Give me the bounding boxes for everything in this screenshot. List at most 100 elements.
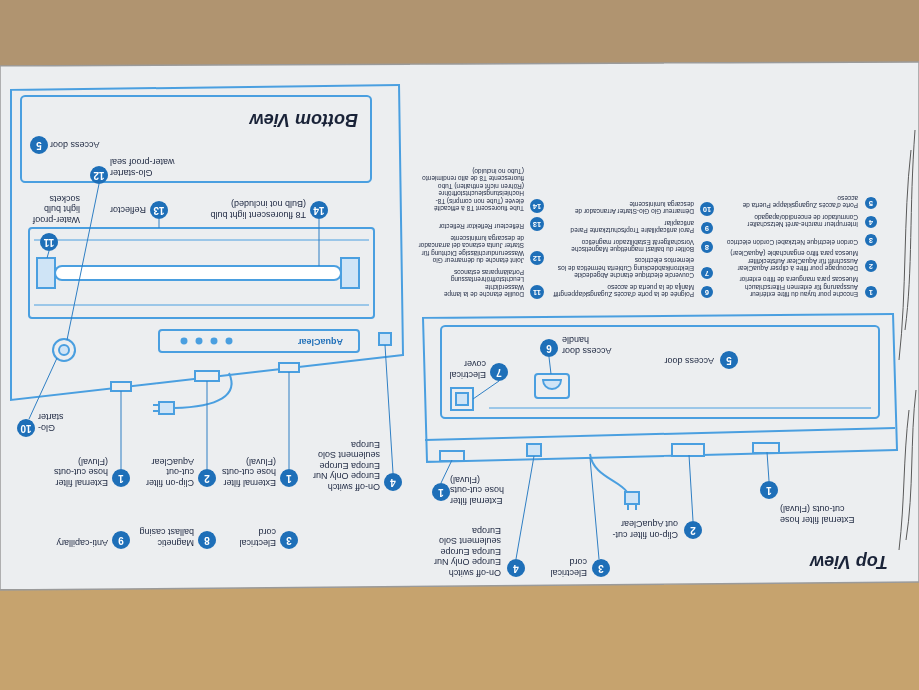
top-view-hood-part xyxy=(425,428,895,440)
bottom-view-hood-part xyxy=(11,85,403,400)
bottom-view-hood-part xyxy=(34,305,369,306)
callout-label: External filter hose cut-outs (Fluval) xyxy=(51,456,109,488)
bottom-view-hood-part xyxy=(227,339,232,344)
callout-number: 1 xyxy=(865,286,877,298)
leader-line-part xyxy=(319,219,320,266)
callout-label: Clip-on filter cut-out AquaClear xyxy=(609,519,679,540)
top-view-hood-part xyxy=(753,443,779,453)
callout-number: 6 xyxy=(540,339,558,357)
callout-label: External filter hose cut-outs (Fluval) xyxy=(449,474,514,506)
callout-label: Access door handle xyxy=(561,335,619,356)
leader-line-part xyxy=(385,345,393,473)
callout-label: Electrical cord xyxy=(227,527,277,548)
callout-text: 5 xyxy=(726,355,732,365)
callout-number: 5 xyxy=(720,351,738,369)
callout-number: 9 xyxy=(112,531,130,549)
callout-text: 6 xyxy=(705,288,709,296)
callout-number: 4 xyxy=(384,473,402,491)
leader-line-part xyxy=(767,452,769,481)
callout-label: Clip-on filter cut-out AquaClear xyxy=(135,456,195,488)
top-view-hood-part xyxy=(590,454,627,492)
leader-line-part xyxy=(516,456,534,559)
callout-text: 7 xyxy=(496,367,502,377)
callout-number: 9 xyxy=(701,222,713,234)
bottom-view-hood-part xyxy=(182,339,187,344)
callout-text: 12 xyxy=(533,254,541,262)
callout-number: 6 xyxy=(701,286,713,298)
callout-text: 5 xyxy=(869,199,873,207)
top-view-hood-part xyxy=(423,314,897,462)
callout-text: 12 xyxy=(93,170,104,180)
callout-number: 1 xyxy=(760,481,778,499)
callout-number: 7 xyxy=(701,267,713,279)
callout-text: 6 xyxy=(546,343,552,353)
grass-sketch-part xyxy=(899,410,909,550)
top-view-hood-part xyxy=(672,444,704,456)
callout-text: 10 xyxy=(703,205,711,213)
legend-text: Cordon électrique Netzkabel Cordón eléct… xyxy=(724,239,859,246)
callout-label: Access door xyxy=(49,139,109,150)
callout-number: 13 xyxy=(530,217,544,231)
callout-text: 4 xyxy=(869,218,873,226)
view-title: Bottom View xyxy=(249,109,359,130)
view-title: Top View xyxy=(809,551,889,572)
top-view-hood-part xyxy=(635,504,637,510)
top-view-hood-part xyxy=(451,388,473,410)
bottom-view-hood-part xyxy=(279,363,299,372)
callout-number: 7 xyxy=(490,363,508,381)
bottom-view-hood-part xyxy=(153,404,159,406)
top-view-hood-part xyxy=(441,326,879,418)
callout-number: 14 xyxy=(530,199,544,213)
top-view-hood xyxy=(423,314,897,510)
top-view-hood-part xyxy=(440,451,464,461)
callout-number: 11 xyxy=(530,285,544,299)
callout-text: 4 xyxy=(513,563,519,573)
callout-number: 12 xyxy=(90,166,108,184)
legend-text: Découpage pour filtre à clipser AquaClea… xyxy=(724,250,859,272)
cardboard-ground-part xyxy=(0,62,919,590)
bottom-view-hood-part xyxy=(111,382,131,391)
legend-text: Réflecteur Reflektor Reflector xyxy=(415,223,525,230)
callout-number: 8 xyxy=(198,531,216,549)
callout-number: 1 xyxy=(280,469,298,487)
legend-text: Tube fluorescent T8 à efficacité élevée … xyxy=(415,167,525,212)
callout-label: T8 fluorescent light bulb (Bulb not incl… xyxy=(197,199,307,220)
callout-number: 2 xyxy=(865,260,877,272)
legend-text: Démarreur Glo Glo-Starter Arrancador de … xyxy=(550,200,695,215)
bottom-view-hood-part xyxy=(159,330,359,352)
top-view-hood-part xyxy=(543,380,561,389)
callout-text: 7 xyxy=(705,269,709,277)
callout-text: 9 xyxy=(118,535,124,545)
callout-number: 1 xyxy=(112,469,130,487)
callout-number: 13 xyxy=(150,201,168,219)
callout-number: 10 xyxy=(700,202,714,216)
bottom-view-hood-part xyxy=(21,96,371,182)
callout-number: 12 xyxy=(530,251,544,265)
callout-label: On-off switch Europe Only Nur Europa Eur… xyxy=(417,525,502,578)
brand-mark: AquaClear xyxy=(297,336,344,347)
callout-text: 1 xyxy=(118,473,124,483)
callout-number: 3 xyxy=(592,559,610,577)
callout-text: 5 xyxy=(36,140,42,150)
callout-label: Glo-starter xyxy=(37,412,81,433)
callout-number: 4 xyxy=(507,559,525,577)
grass-sketch xyxy=(899,130,916,550)
callout-text: 3 xyxy=(286,535,292,545)
top-view-hood-part xyxy=(489,408,871,409)
callout-text: 14 xyxy=(313,205,324,215)
bottom-view-hood-part xyxy=(53,339,75,361)
bottom-view-hood-part xyxy=(37,258,55,288)
callout-text: 1 xyxy=(438,487,444,497)
bottom-view-hood-part xyxy=(379,333,391,345)
callout-label: Water-proof light bulb sockets xyxy=(19,193,81,225)
callout-number: 3 xyxy=(865,234,877,246)
callout-text: 1 xyxy=(286,473,292,483)
callout-number: 5 xyxy=(865,197,877,209)
top-view-hood-part xyxy=(527,444,541,456)
legend-text: Paroi anticapillaire Tropfschutzkante Pa… xyxy=(550,219,695,234)
top-view-hood-part xyxy=(625,492,639,504)
legend-text: Porte d'accès Zugangsklappe Puerta de ac… xyxy=(724,194,859,209)
leader-line-part xyxy=(473,381,499,399)
callout-text: 10 xyxy=(20,423,31,433)
